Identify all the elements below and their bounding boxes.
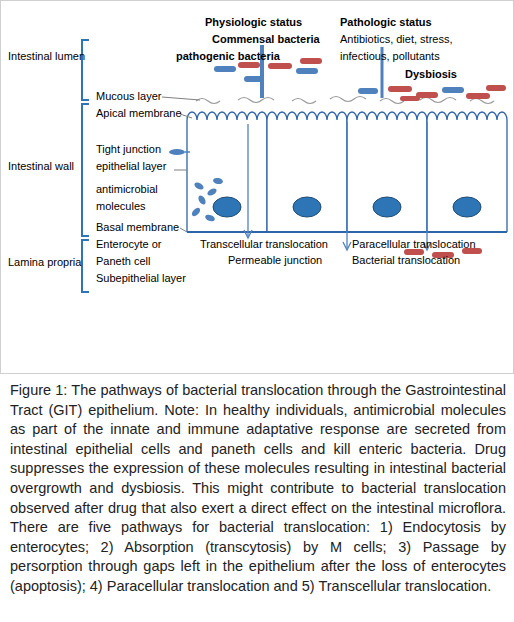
antimicrobial-molecule	[193, 181, 205, 191]
mucus-wave	[292, 99, 316, 104]
bacterium-blue	[296, 68, 318, 74]
permeable-junction-arrow	[346, 122, 347, 248]
pathway-label: Permeable junction	[228, 252, 322, 269]
antimicrobial-molecule	[204, 213, 215, 222]
lamina-bracket	[82, 240, 89, 292]
leader-line	[162, 97, 200, 100]
region-label: Lamina propria	[8, 254, 81, 271]
status-heading: Pathologic status	[340, 14, 432, 31]
structure-label: Basal membrane	[96, 219, 179, 236]
leader-line	[174, 170, 187, 171]
antimicrobial-molecule	[197, 194, 207, 206]
epithelial-cell	[347, 112, 427, 232]
structure-label: Apical membrane	[96, 105, 182, 122]
epithelial-cell	[427, 112, 507, 232]
bacterium-red	[486, 85, 506, 91]
structure-label: antimicrobial molecules	[96, 181, 176, 215]
bacterium-blue	[442, 87, 464, 93]
lumen-bracket	[82, 40, 89, 100]
epithelial-cell	[267, 112, 347, 232]
state-label: Dysbiosis	[405, 66, 457, 83]
bacterium-red	[268, 63, 292, 69]
transcellular-arrow	[247, 124, 248, 236]
antimicrobial-molecule	[190, 206, 201, 217]
mucus-wave	[470, 99, 494, 104]
region-label: Intestinal wall	[8, 158, 74, 175]
epithelial-cell	[187, 112, 267, 232]
figure-caption: Figure 1: The pathways of bacterial tran…	[10, 381, 506, 597]
bacteria-label: pathogenic bacteria	[176, 48, 280, 65]
structure-label: Enterocyte or Paneth cell	[96, 236, 181, 270]
bacterium-blue	[358, 88, 378, 94]
leader-line	[180, 114, 192, 118]
paracellular-arrow	[426, 122, 427, 248]
mucus-wave	[330, 97, 366, 102]
region-label: Intestinal lumen	[8, 48, 85, 65]
leader-line	[185, 151, 190, 153]
bacterium-red	[238, 62, 260, 68]
figure-frame	[1, 1, 514, 374]
antimicrobial-molecule	[213, 177, 224, 185]
bacterium-red	[300, 58, 322, 64]
status-heading: Physiologic status	[205, 14, 302, 31]
pathway-label: Transcellular translocation	[200, 236, 328, 253]
structure-label: Tight junction	[96, 141, 161, 158]
arrow-head	[343, 242, 351, 250]
bacterium-red	[388, 86, 412, 92]
pathway-label: Bacterial translocation	[352, 252, 460, 269]
arrow-head	[244, 230, 252, 238]
pathway-label: Paracellular translocation	[352, 236, 476, 253]
structure-label: epithelial layer	[96, 158, 166, 175]
bacterium-blue	[214, 66, 236, 72]
wall-bracket	[82, 104, 89, 236]
cause-label: Antibiotics, diet, stress, infectious, p…	[340, 31, 490, 65]
bacteria-label: Commensal bacteria	[212, 31, 320, 48]
antimicrobial-molecule	[206, 187, 218, 197]
bacterium-red	[466, 93, 490, 99]
mucus-wave	[238, 98, 274, 103]
leader-line	[180, 228, 187, 232]
mucus-wave	[196, 99, 220, 104]
mucus-wave	[420, 98, 456, 103]
bacterium-blue	[244, 76, 264, 82]
bacterium-red	[400, 96, 420, 101]
structure-label: Subepithelial layer	[96, 270, 186, 287]
tight-junction-mark	[169, 149, 185, 155]
structure-label: Mucous layer	[96, 88, 161, 105]
